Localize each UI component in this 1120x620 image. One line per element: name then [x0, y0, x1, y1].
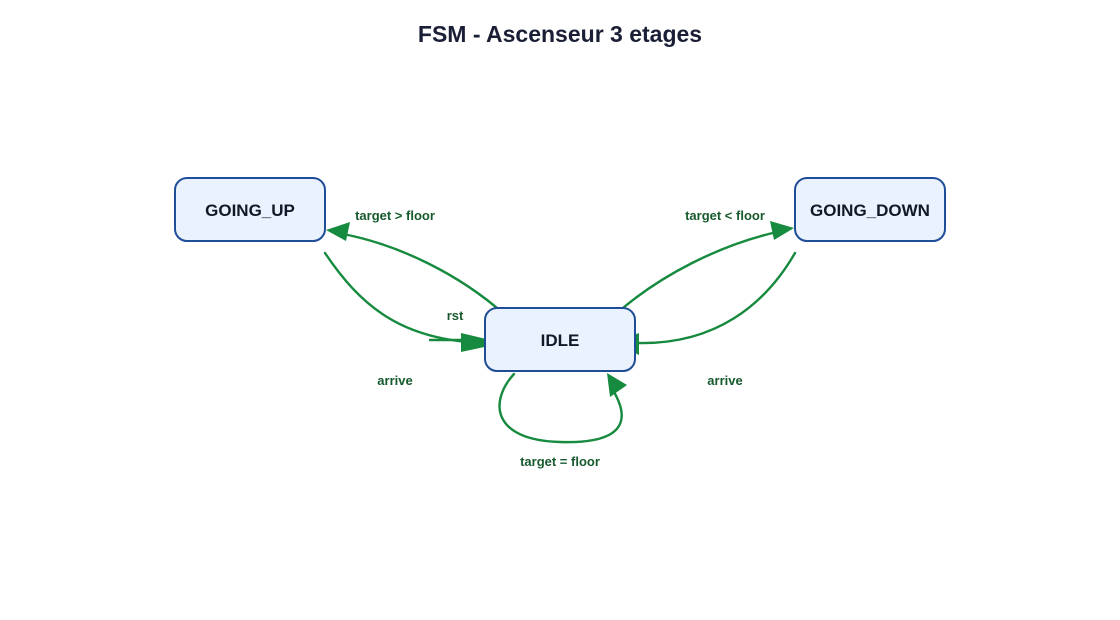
- state-going-up[interactable]: GOING_UP: [174, 177, 326, 242]
- state-idle[interactable]: IDLE: [484, 307, 636, 372]
- state-going-down-box: [794, 177, 946, 242]
- edge-idle-to-going-down: [614, 230, 779, 316]
- transitions: [323, 230, 797, 444]
- state-going-down[interactable]: GOING_DOWN: [794, 177, 946, 242]
- edge-labels: target > floor target < floor arrive arr…: [355, 208, 765, 469]
- label-idle-to-going-up: target > floor: [355, 208, 435, 223]
- label-going-down-to-idle: arrive: [707, 373, 742, 388]
- state-idle-box: [484, 307, 636, 372]
- label-going-up-to-idle: arrive: [377, 373, 412, 388]
- diagram-title: FSM - Ascenseur 3 etages: [418, 21, 702, 47]
- arrowhead-going-down: [770, 221, 794, 240]
- arrowhead-going-up: [326, 222, 350, 241]
- edge-idle-self-loop: [498, 372, 623, 444]
- edge-going-up-to-idle: [323, 251, 485, 345]
- state-going-down-label: GOING_DOWN: [810, 201, 930, 220]
- arrowhead-idle-from-going-up: [461, 333, 503, 352]
- state-going-up-box: [174, 177, 326, 242]
- state-going-up-label: GOING_UP: [205, 201, 295, 220]
- label-reset-to-idle: rst: [447, 308, 464, 323]
- edge-idle-to-going-up: [341, 232, 506, 316]
- label-idle-self-loop: target = floor: [520, 454, 600, 469]
- label-idle-to-going-down: target < floor: [685, 208, 765, 223]
- edge-going-down-to-idle: [635, 251, 797, 345]
- arrowhead-idle-self-loop: [607, 373, 627, 397]
- state-idle-label: IDLE: [541, 331, 580, 350]
